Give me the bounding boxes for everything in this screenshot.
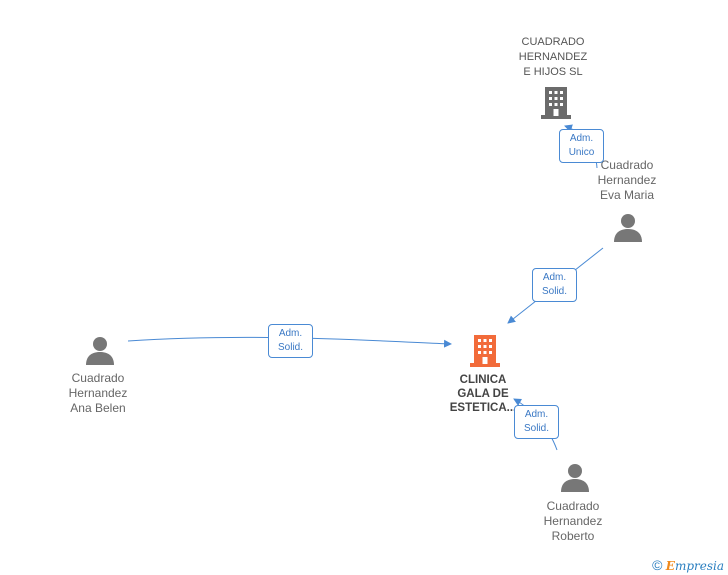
person-eva-label: Cuadrado Hernandez Eva Maria: [597, 158, 657, 202]
main-company-label: CLINICA GALA DE ESTETICA...: [449, 374, 517, 414]
edge-label-adm-solid-roberto[interactable]: Adm. Solid.: [514, 405, 559, 439]
brand-logo: Empresia: [665, 559, 724, 573]
edge-label-adm-solid-ana[interactable]: Adm. Solid.: [268, 324, 313, 358]
building-icon[interactable]: [469, 333, 501, 367]
footer-brand: © Empresia: [652, 557, 724, 573]
person-icon[interactable]: [560, 463, 590, 493]
person-icon[interactable]: [613, 213, 643, 243]
person-ana-label: Cuadrado Hernandez Ana Belen: [68, 371, 128, 415]
copyright-symbol: ©: [652, 557, 663, 573]
holding-company-label: CUADRADO HERNANDEZ E HIJOS SL: [518, 36, 588, 78]
building-icon[interactable]: [540, 85, 572, 119]
edge-label-adm-solid-eva[interactable]: Adm. Solid.: [532, 268, 577, 302]
edge-label-adm-unico[interactable]: Adm. Unico: [559, 129, 604, 163]
person-icon[interactable]: [85, 336, 115, 366]
person-roberto-label: Cuadrado Hernandez Roberto: [543, 499, 603, 543]
